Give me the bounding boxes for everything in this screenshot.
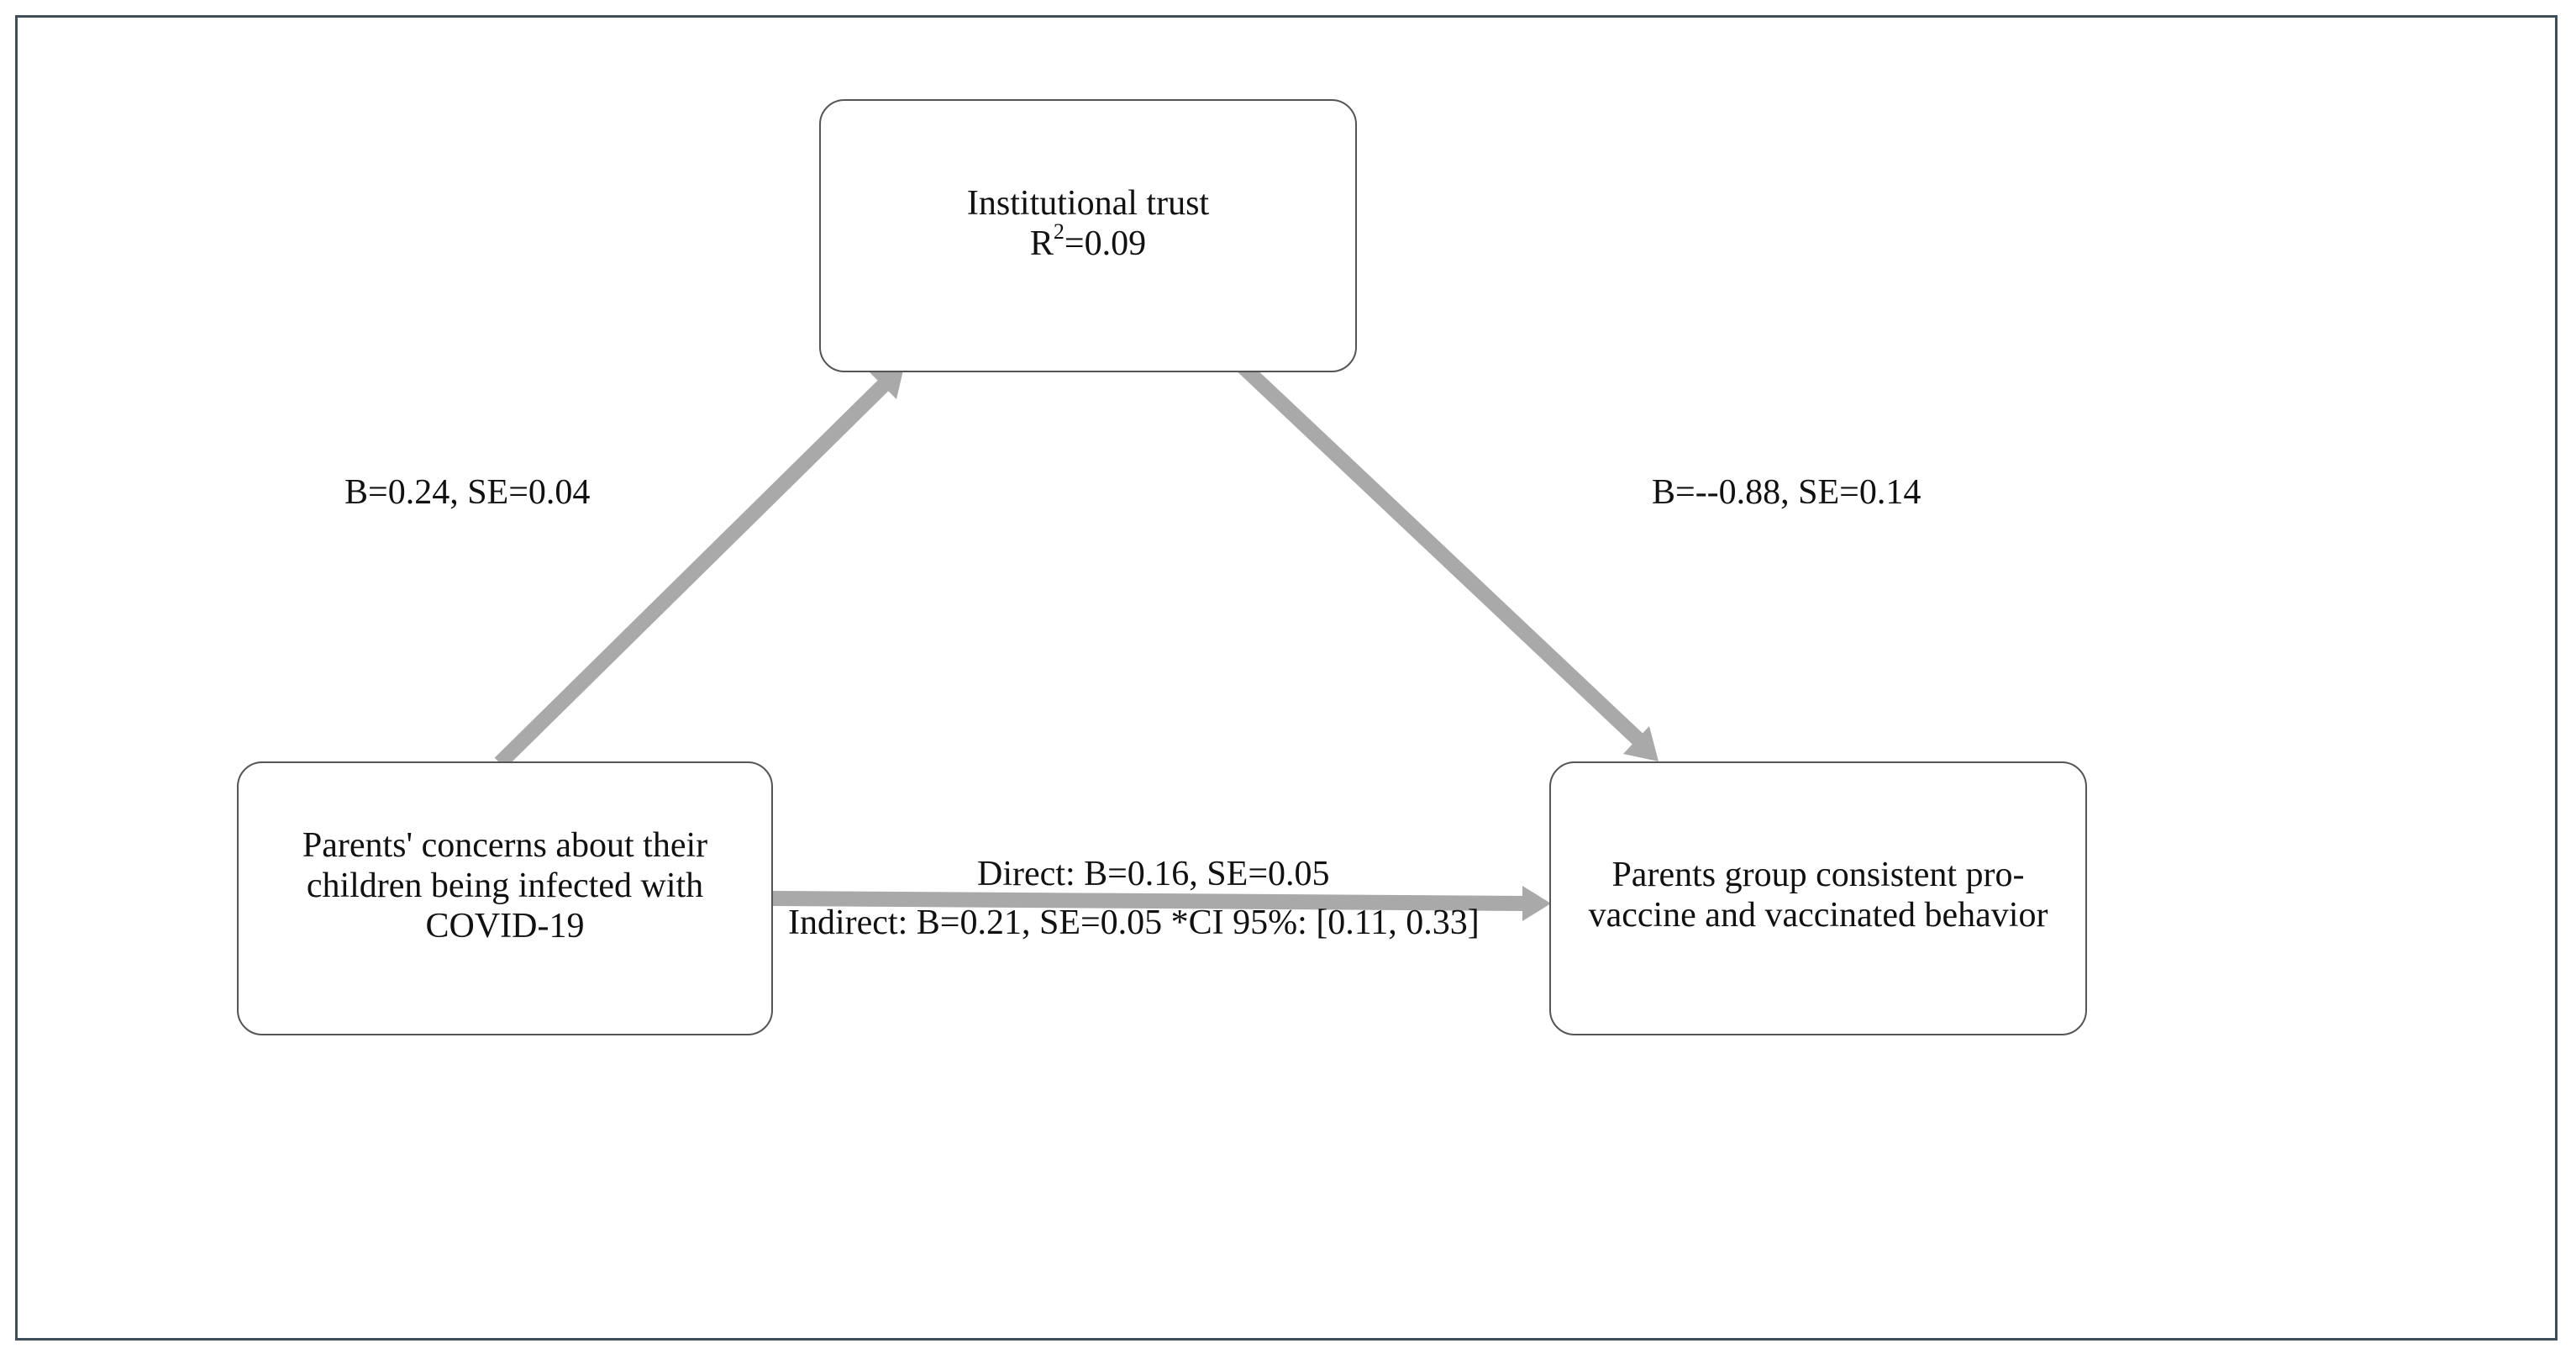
predictor-box-parents-concerns: Parents' concerns about their children b… [237, 761, 773, 1035]
mediator-box-institutional-trust: Institutional trust R2=0.09 [819, 99, 1357, 372]
mediator-title: Institutional trust [966, 183, 1210, 223]
outcome-box-vaccinated-behavior: Parents group consistent pro-vaccine and… [1549, 761, 2087, 1035]
r-squared-value: =0.09 [1064, 224, 1147, 263]
mediator-r-squared: R2=0.09 [1029, 220, 1147, 264]
path-a-coefficient: B=0.24, SE=0.04 [344, 473, 591, 512]
outcome-label: Parents group consistent pro-vaccine and… [1588, 856, 2048, 935]
indirect-effect-label: Indirect: B=0.21, SE=0.05 *CI 95%: [0.11… [788, 903, 1480, 942]
predictor-label: Parents' concerns about their children b… [302, 826, 708, 946]
r-squared-exponent: 2 [1053, 219, 1065, 244]
r-squared-symbol: R [1029, 224, 1054, 263]
path-b-coefficient: B=--0.88, SE=0.14 [1652, 473, 1921, 512]
direct-effect-label: Direct: B=0.16, SE=0.05 [977, 855, 1330, 893]
